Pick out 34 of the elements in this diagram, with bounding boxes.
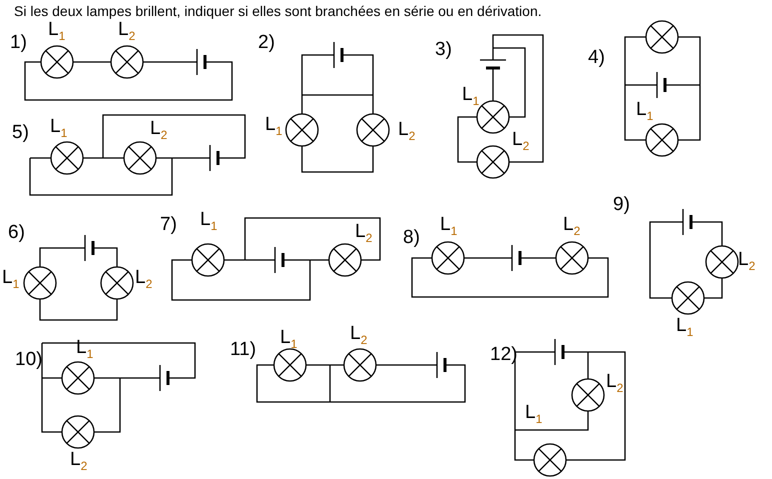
lamp-label: L$_{2}$ (355, 222, 372, 247)
lamp-label: L$_{1}$ (676, 316, 694, 341)
lamp-label: L$_{1}$ (280, 328, 298, 353)
lamp-label: L$_{2}$ (70, 450, 88, 475)
circuit-number: 8) (403, 228, 420, 248)
lamp-label: L$_{1}$ (636, 100, 654, 125)
lamp-label: L$_{1}$ (2, 268, 20, 293)
lamp-label: L$_{1}$ (525, 403, 542, 428)
circuit-number: 4) (588, 48, 605, 68)
instruction-text: Si les deux lampes brillent, indiquer si elles sont branchées en série ou en dérivation. (14, 3, 542, 19)
circuit-number: 6) (8, 223, 25, 243)
lamp-label: L$_{2}$ (606, 372, 624, 397)
circuit-number: 2) (258, 33, 275, 53)
circuit-number: 7) (160, 215, 177, 235)
lamp-label: L$_{2}$ (512, 130, 530, 155)
lamp-label: L$_{1}$ (200, 210, 218, 235)
lamp-label: L$_{1}$ (265, 115, 282, 140)
lamp-label: L$_{2}$ (350, 324, 368, 349)
lamp-label: L$_{2}$ (118, 20, 136, 45)
circuit-number: 5) (12, 123, 29, 143)
lamp-label: L$_{2}$ (398, 120, 416, 145)
circuit-number: 9) (613, 195, 630, 215)
lamp-label: L$_{2}$ (738, 250, 756, 275)
lamp-label: L$_{2}$ (150, 119, 168, 144)
lamp-label: L$_{1}$ (50, 117, 68, 142)
circuit-number: 11) (230, 340, 256, 360)
circuit-number: 10) (15, 350, 42, 370)
circuit-number: 3) (435, 40, 452, 60)
lamp-label: L$_{1}$ (462, 85, 480, 110)
lamp-label: L$_{1}$ (440, 215, 458, 240)
circuit-number: 1) (10, 33, 27, 53)
lamp-label: L$_{2}$ (563, 215, 580, 240)
lamp-label: L$_{1}$ (48, 20, 66, 45)
lamp-label: L$_{2}$ (135, 268, 152, 293)
